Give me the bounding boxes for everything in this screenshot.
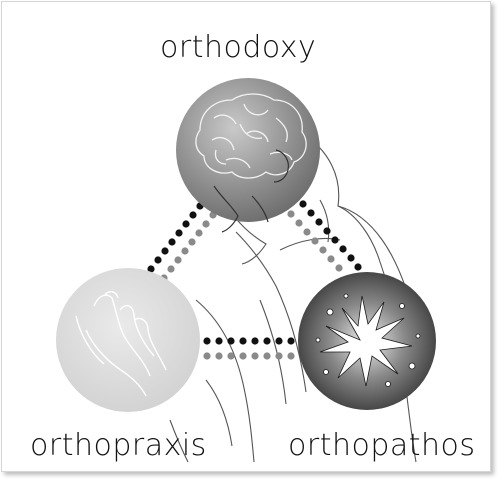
label-orthopathos: orthopathos [288,428,476,463]
label-orthopraxis: orthopraxis [30,428,207,463]
orthodoxy-circle [176,78,320,232]
label-orthodoxy: orthodoxy [160,30,316,65]
orthopathos-circle [298,272,436,410]
connector-left-right [203,337,294,359]
orthopraxis-circle [56,268,200,412]
connector-top-left [147,202,216,281]
